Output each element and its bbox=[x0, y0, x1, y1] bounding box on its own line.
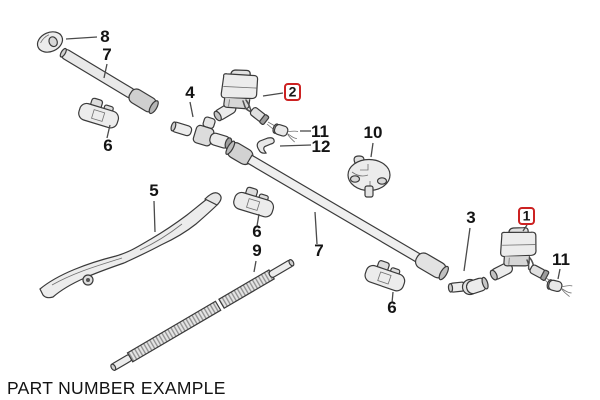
part-10-mount-plate bbox=[347, 155, 391, 198]
callout-1[interactable]: 1 bbox=[523, 208, 531, 224]
leader-1 bbox=[522, 224, 528, 232]
leader-3 bbox=[463, 227, 471, 272]
part-3-elbow bbox=[447, 276, 489, 296]
callout-6-lower: 6 bbox=[387, 298, 396, 317]
callout-12: 12 bbox=[312, 137, 331, 156]
leader-9 bbox=[253, 260, 257, 273]
leader-12 bbox=[279, 144, 312, 147]
highlight-box-2[interactable] bbox=[284, 83, 301, 101]
callout-3: 3 bbox=[466, 208, 475, 227]
leader-2 bbox=[262, 92, 284, 97]
part-8-end-cap bbox=[36, 31, 64, 53]
part-2-switch-assembly bbox=[211, 66, 276, 130]
part-9-spring-rod bbox=[110, 259, 295, 371]
part-12-clip bbox=[256, 137, 275, 154]
callout-7-upper: 7 bbox=[102, 45, 111, 64]
callout-7-center: 7 bbox=[314, 241, 323, 260]
callout-6-middle: 6 bbox=[252, 222, 261, 241]
part-4-t-connector bbox=[170, 116, 233, 150]
part-7-rod-upper bbox=[59, 47, 159, 115]
leader-8 bbox=[65, 36, 98, 40]
callout-6-upper: 6 bbox=[103, 136, 112, 155]
part-7-rod-center bbox=[225, 140, 449, 281]
callout-8: 8 bbox=[100, 27, 109, 46]
highlighted-callout-2[interactable]: 2 bbox=[284, 83, 301, 101]
leader-4 bbox=[189, 101, 194, 118]
callout-4: 4 bbox=[185, 83, 195, 102]
callout-11-lower: 11 bbox=[552, 250, 570, 269]
callout-9: 9 bbox=[252, 241, 261, 260]
part-1-switch-assembly bbox=[488, 225, 553, 286]
caption-part-number-example: PART NUMBER EXAMPLE bbox=[7, 378, 226, 398]
part-5-lever bbox=[39, 192, 222, 299]
leader-11b bbox=[557, 268, 561, 280]
leader-5 bbox=[153, 200, 156, 233]
callout-10: 10 bbox=[364, 123, 383, 142]
part-6-clamp-middle bbox=[231, 183, 278, 220]
leader-10 bbox=[370, 142, 374, 158]
callout-5: 5 bbox=[149, 181, 158, 200]
leader-7b bbox=[314, 211, 318, 245]
part-6-clamp-lower bbox=[362, 256, 410, 294]
leader-6b bbox=[256, 213, 260, 227]
highlight-box-1[interactable] bbox=[518, 207, 535, 225]
leader-6a bbox=[106, 124, 111, 139]
highlighted-callout-1[interactable]: 1 bbox=[518, 207, 535, 225]
leader-7a bbox=[103, 63, 108, 79]
callout-2[interactable]: 2 bbox=[289, 84, 297, 100]
leader-6c bbox=[391, 291, 394, 304]
callout-11-upper: 11 bbox=[311, 122, 329, 141]
part-11-connector-upper bbox=[270, 122, 300, 143]
part-6-clamp-upper bbox=[76, 94, 123, 131]
part-11-connector-lower bbox=[545, 278, 575, 298]
